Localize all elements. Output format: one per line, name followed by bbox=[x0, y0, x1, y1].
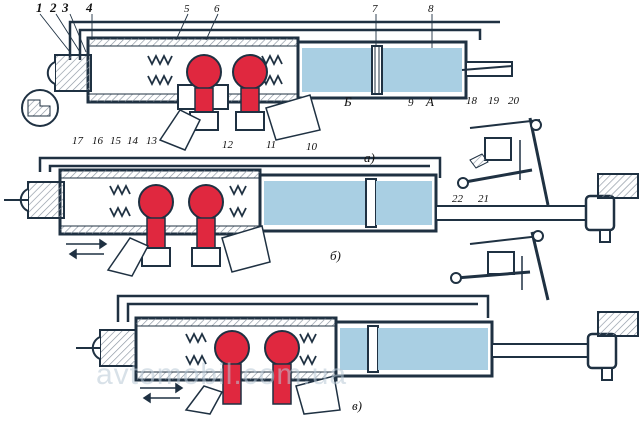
steering-knuckle-b bbox=[584, 173, 639, 243]
hydraulic-line-top-a bbox=[68, 20, 500, 60]
callout-17: 17 bbox=[72, 135, 84, 147]
flow-arrows-b bbox=[66, 238, 108, 260]
caption-b: б) bbox=[330, 248, 341, 263]
chamber-b-fluid-a bbox=[302, 48, 372, 92]
reaction-springs-c bbox=[185, 331, 317, 367]
callout-10: 10 bbox=[306, 141, 318, 153]
hydraulic-line-return-a bbox=[78, 28, 482, 60]
end-cap-b bbox=[27, 181, 65, 219]
chamber-a-fluid-a bbox=[382, 48, 462, 92]
callout-12: 12 bbox=[222, 139, 234, 151]
piston-rod-c bbox=[491, 343, 589, 358]
callout-6: 6 bbox=[214, 3, 220, 15]
end-cap-c bbox=[99, 329, 137, 367]
callout-8: 8 bbox=[428, 3, 434, 15]
callout-19: 19 bbox=[488, 95, 500, 107]
reaction-springs-b bbox=[109, 183, 247, 219]
callout-chamber-b: Б bbox=[343, 94, 352, 109]
end-cap-a bbox=[54, 54, 92, 92]
callout-16: 16 bbox=[92, 135, 104, 147]
piston-b bbox=[365, 178, 377, 228]
booster-unit-a bbox=[21, 20, 513, 151]
chamber-a-fluid-c bbox=[378, 328, 488, 370]
callout-18: 18 bbox=[466, 95, 478, 107]
callout-4: 4 bbox=[85, 0, 93, 15]
hose-fitting-a bbox=[265, 94, 321, 141]
callout-7: 7 bbox=[372, 3, 378, 15]
callout-5: 5 bbox=[184, 3, 190, 15]
callout-13: 13 bbox=[146, 135, 158, 147]
ball-stud-a bbox=[46, 61, 56, 85]
piston-a bbox=[371, 45, 383, 95]
check-valve-right-a bbox=[232, 54, 268, 131]
piston-rod-b bbox=[435, 205, 587, 221]
chamber-b-fluid-b bbox=[264, 181, 366, 225]
booster-unit-b bbox=[4, 156, 639, 277]
steering-linkage-upper bbox=[457, 117, 550, 206]
caption-c: в) bbox=[352, 398, 362, 413]
callout-15: 15 bbox=[110, 135, 122, 147]
check-valve-left-a bbox=[177, 54, 229, 131]
booster-unit-c bbox=[76, 294, 639, 415]
callout-3: 3 bbox=[61, 0, 69, 15]
callout-22: 22 bbox=[452, 193, 464, 205]
watermark-text: avtomobil.com.ua bbox=[96, 358, 347, 391]
callout-11: 11 bbox=[266, 139, 276, 151]
chamber-a-fluid-b bbox=[376, 181, 432, 225]
callout-labels: 1 2 3 4 5 6 7 8 17 16 15 14 13 12 11 10 … bbox=[36, 0, 520, 413]
steering-knuckle-c bbox=[586, 311, 639, 381]
callout-1: 1 bbox=[36, 0, 43, 15]
check-valve-right-b bbox=[188, 184, 224, 267]
hydraulic-line-top-b bbox=[38, 156, 442, 178]
piston-c bbox=[367, 325, 379, 373]
check-valve-left-c bbox=[214, 330, 250, 405]
chamber-b-fluid-c bbox=[340, 328, 368, 370]
callout-9: 9 bbox=[408, 97, 414, 109]
callout-20: 20 bbox=[508, 95, 520, 107]
check-valve-right-c bbox=[264, 330, 300, 405]
bracket-a bbox=[158, 109, 202, 151]
flow-arrows-c bbox=[140, 382, 184, 404]
callout-21: 21 bbox=[478, 193, 489, 205]
callout-14: 14 bbox=[127, 135, 139, 147]
callout-2: 2 bbox=[49, 0, 57, 15]
detail-inset-a bbox=[21, 89, 59, 127]
hydraulic-line-top-c bbox=[116, 294, 490, 322]
check-valve-left-b bbox=[138, 184, 174, 267]
callout-chamber-a: А bbox=[425, 94, 434, 109]
callout-leaders bbox=[39, 13, 433, 53]
housing-wall-top-a bbox=[87, 37, 299, 47]
hydraulic-line-return-b bbox=[48, 164, 430, 172]
steering-linkage-lower bbox=[450, 230, 550, 301]
caption-a: а) bbox=[364, 150, 375, 165]
